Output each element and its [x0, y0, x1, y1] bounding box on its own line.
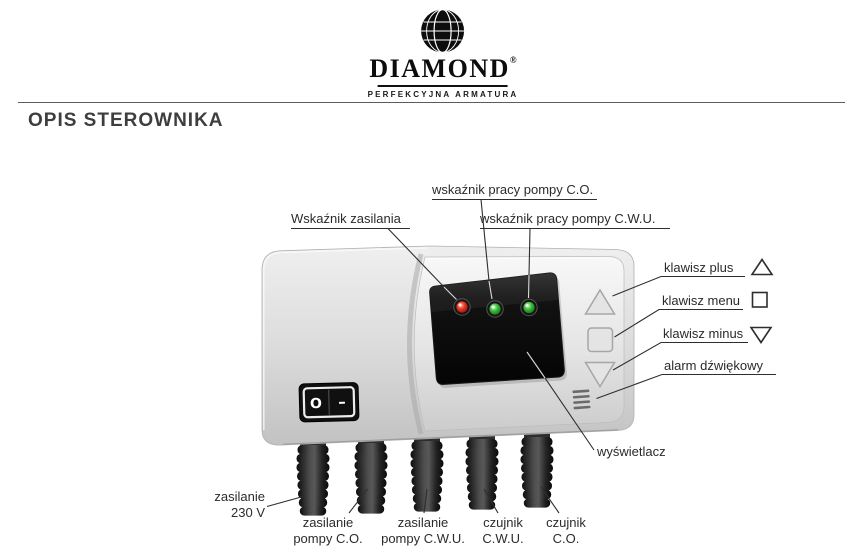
- brand-underline: [377, 85, 508, 87]
- pump-cwu-supply-cable: [410, 429, 444, 512]
- label-pump-co-supply: zasilanie pompy C.O.: [284, 515, 372, 547]
- label-mains-supply-line1: zasilanie: [214, 489, 265, 504]
- plus-button: [584, 288, 616, 315]
- label-pump-cwu-supply-line2: pompy C.W.U.: [381, 530, 465, 546]
- mains-cable: [296, 433, 330, 516]
- globe-icon: [421, 8, 465, 54]
- label-co-sensor-line2: C.O.: [552, 530, 580, 546]
- brand-header: DIAMOND® PERFEKCYJNA ARMATURA: [368, 8, 519, 99]
- label-pump-cwu-supply: zasilanie pompy C.W.U.: [376, 515, 470, 547]
- label-co-sensor-line1: czujnik: [546, 515, 586, 530]
- callout-lines-over-display: [443, 274, 546, 379]
- co-sensor-cable: [520, 425, 554, 508]
- pump-cwu-led: [520, 298, 538, 317]
- menu-button: [587, 327, 614, 353]
- minus-button: [584, 361, 616, 388]
- label-cwu-sensor-line1: czujnik: [483, 515, 523, 530]
- label-mains-supply-line2: 230 V: [231, 504, 265, 520]
- page-title: OPIS STEROWNIKA: [28, 110, 224, 131]
- label-pump-co-supply-line1: zasilanie: [302, 515, 354, 530]
- cwu-sensor-cable: [465, 427, 499, 510]
- brand-name-text: DIAMOND: [369, 54, 510, 83]
- label-display: wyświetlacz: [597, 444, 666, 459]
- label-plus-key: klawisz plus: [664, 260, 734, 275]
- panel-top-highlight: [426, 257, 607, 260]
- label-pump-cwu-indicator: wskaźnik pracy pompy C.W.U.: [480, 211, 656, 226]
- body-edge-highlight: [263, 247, 429, 430]
- power-switch: O –: [298, 382, 360, 423]
- registered-mark: ®: [509, 55, 517, 65]
- plus-key-icon: [750, 258, 774, 276]
- label-buzzer: alarm dźwiękowy: [664, 358, 763, 373]
- label-minus-key: klawisz minus: [663, 326, 744, 341]
- label-co-sensor: czujnik C.O.: [534, 515, 598, 547]
- header-divider: [18, 102, 845, 103]
- switch-off-symbol: O: [310, 396, 322, 412]
- body-bottom-edge: [282, 429, 619, 445]
- pump-co-led: [486, 300, 504, 318]
- menu-key-icon: [751, 291, 768, 308]
- label-pump-co-supply-line2: pompy C.O.: [293, 530, 363, 546]
- pump-co-supply-cable: [354, 431, 388, 514]
- brand-tagline: PERFEKCYJNA ARMATURA: [367, 90, 519, 99]
- panel-seam-shadow: [407, 253, 424, 435]
- label-cwu-sensor-line2: C.W.U.: [482, 530, 524, 546]
- brand-name: DIAMOND®: [369, 56, 516, 82]
- label-mains-supply: zasilanie 230 V: [160, 489, 265, 521]
- buzzer-grill: [572, 389, 591, 410]
- label-pump-co-indicator: wskaźnik pracy pompy C.O.: [432, 182, 594, 197]
- label-pump-cwu-supply-line1: zasilanie: [397, 515, 449, 530]
- switch-on-symbol: –: [338, 393, 346, 411]
- minus-key-icon: [749, 326, 773, 344]
- label-cwu-sensor: czujnik C.W.U.: [469, 515, 537, 547]
- power-led: [453, 298, 471, 316]
- label-power-indicator: Wskaźnik zasilania: [291, 211, 401, 226]
- callout-lines: [266, 198, 776, 514]
- label-menu-key: klawisz menu: [662, 293, 741, 308]
